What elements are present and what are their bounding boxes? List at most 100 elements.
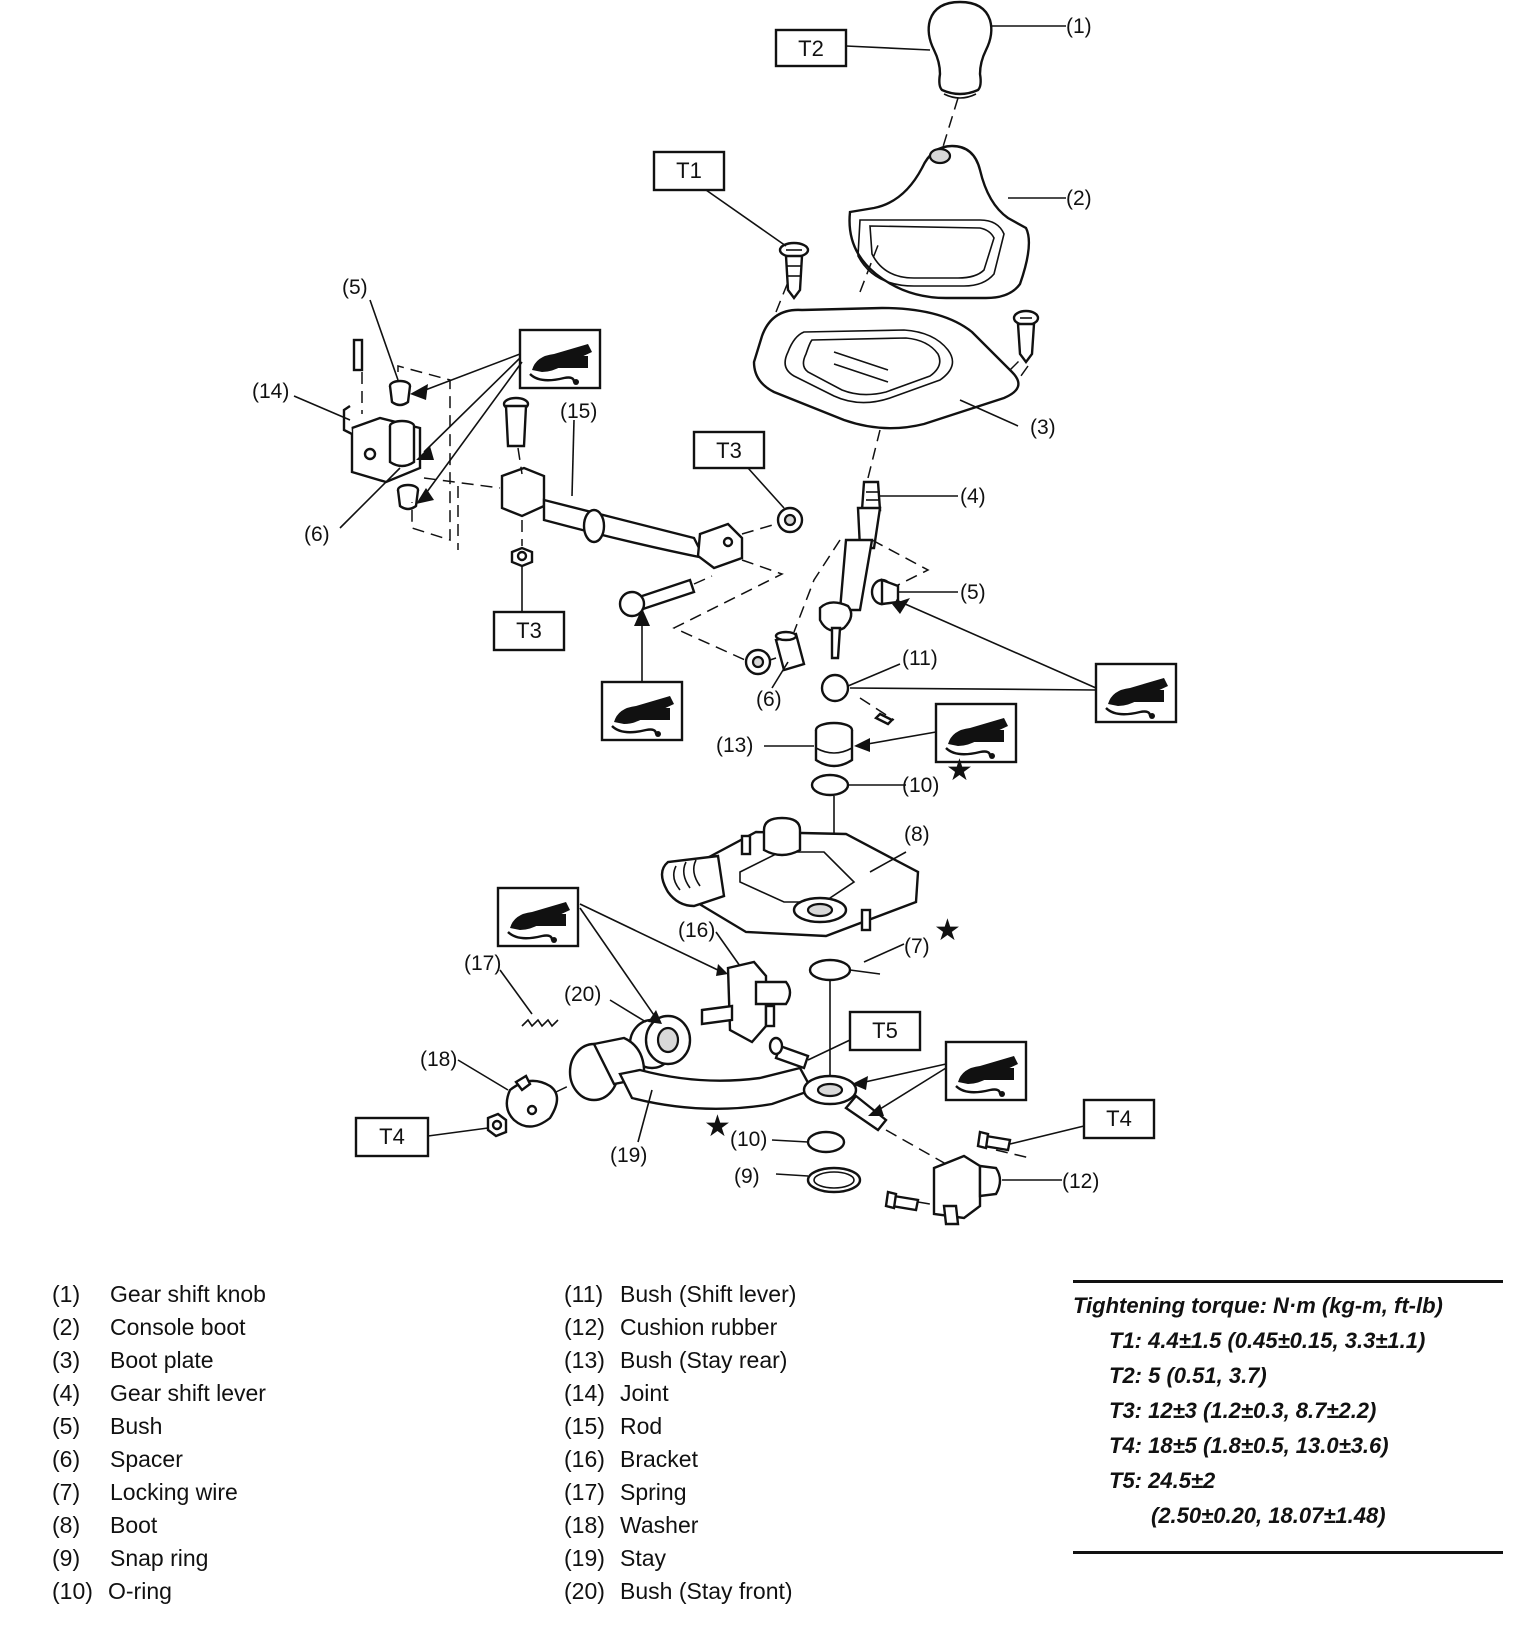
torque-title: Tightening torque: N·m (kg-m, ft-lb) (1073, 1293, 1443, 1318)
bolt-t4-upper (976, 1125, 1085, 1152)
grease-icon (1094, 662, 1178, 724)
callout-18: (18) (420, 1048, 457, 1071)
star-icon: ★ (704, 1109, 731, 1144)
console-boot (848, 144, 1066, 300)
callout-17: (17) (464, 952, 501, 975)
legend-item: (5)Bush (52, 1413, 163, 1439)
washer (457, 1059, 559, 1128)
grease-icon (600, 680, 684, 742)
grease-icon (496, 886, 580, 948)
svg-text:T3: T3 (516, 618, 542, 643)
svg-text:T4: T4 (379, 1124, 405, 1149)
svg-text:T5: T5 (872, 1018, 898, 1043)
boot (660, 816, 920, 938)
bolt-upper-rod (502, 396, 530, 448)
star-icon: ★ (934, 913, 961, 948)
bolt-rod-lower (618, 578, 696, 618)
grease-icon (944, 1040, 1028, 1102)
legend-item: (16)Bracket (564, 1446, 698, 1472)
bush-right (870, 578, 958, 606)
torque-tag-t5: T5 (848, 1010, 922, 1052)
callout-1: (1) (1066, 15, 1092, 38)
callout-11: (11) (902, 647, 938, 670)
legend-item: (8)Boot (52, 1512, 158, 1538)
boot-plate (752, 306, 1020, 430)
parts-legend: (1)Gear shift knob (2)Console boot (3)Bo… (52, 1278, 1052, 1618)
torque-tag-t2: T2 (774, 28, 931, 68)
legend-item: (14)Joint (564, 1380, 669, 1406)
stay (568, 1036, 888, 1143)
bolt-t4-lower (884, 1190, 920, 1212)
legend-item: (18)Washer (564, 1512, 699, 1538)
callout-19: (19) (610, 1144, 647, 1167)
spring (499, 969, 559, 1028)
callout-2: (2) (1066, 187, 1092, 210)
legend-item: (4)Gear shift lever (52, 1380, 266, 1406)
callout-4: (4) (960, 485, 986, 508)
legend-item: (6)Spacer (52, 1446, 183, 1472)
bush-left-bottom (396, 483, 420, 511)
spacer-left (339, 419, 416, 529)
legend-item: (11)Bush (Shift lever) (564, 1281, 797, 1307)
callout-12: (12) (1062, 1170, 1099, 1193)
nut-t4-left (486, 1112, 508, 1138)
torque-row-t2: T2: 5 (0.51, 3.7) (1109, 1363, 1267, 1388)
torque-tag-t4-left: T4 (354, 1116, 489, 1158)
gear-shift-lever (818, 480, 958, 660)
legend-item: (3)Boot plate (52, 1347, 214, 1373)
torque-tag-t3-left: T3 (492, 566, 566, 652)
gear-shift-knob (927, 0, 1066, 151)
callout-9: (9) (734, 1165, 760, 1188)
legend-item: (10)O-ring (52, 1578, 172, 1604)
torque-row-t4: T4: 18±5 (1.8±0.5, 13.0±3.6) (1109, 1433, 1389, 1458)
bush-left-top (369, 299, 412, 407)
nut-t3-left (510, 546, 534, 568)
callout-15: (15) (560, 400, 597, 423)
callout-5-right: (5) (960, 581, 986, 604)
locking-wire (808, 958, 852, 982)
torque-row-t5-detail: (2.50±0.20, 18.07±1.48) (1151, 1503, 1386, 1528)
callout-16: (16) (678, 919, 715, 942)
bracket (700, 931, 792, 1044)
svg-text:T1: T1 (676, 158, 702, 183)
torque-tag-t3-right: T3 (692, 430, 785, 509)
o-ring-bottom (806, 1130, 846, 1154)
svg-text:T4: T4 (1106, 1106, 1132, 1131)
screw-t1 (778, 241, 810, 300)
bolt-t5 (768, 1036, 851, 1070)
callout-10-bottom: (10) (730, 1128, 767, 1151)
callout-7: (7) (904, 935, 930, 958)
grease-icon (518, 328, 602, 390)
callout-5-left: (5) (342, 276, 368, 299)
spacer-lower (774, 630, 806, 672)
legend-item: (9)Snap ring (52, 1545, 209, 1571)
tightening-torque-table: Tightening torque: N·m (kg-m, ft-lb) T1:… (1073, 1280, 1503, 1554)
pin-left (352, 338, 364, 372)
torque-row-t3: T3: 12±3 (1.2±0.3, 8.7±2.2) (1109, 1398, 1377, 1423)
parts-legend-column-2: (11)Bush (Shift lever) (12)Cushion rubbe… (564, 1278, 796, 1608)
callout-10-top: (10) (902, 774, 939, 797)
legend-item: (15)Rod (564, 1413, 663, 1439)
snap-ring (775, 1166, 862, 1194)
legend-item: (2)Console boot (52, 1314, 246, 1340)
svg-text:T2: T2 (798, 36, 824, 61)
bush-lower (744, 648, 772, 676)
torque-row-t5: T5: 24.5±2 (1109, 1468, 1216, 1493)
svg-text:T3: T3 (716, 438, 742, 463)
callout-6-lower: (6) (756, 688, 782, 711)
o-ring-top (810, 773, 850, 797)
parts-legend-column-1: (1)Gear shift knob (2)Console boot (3)Bo… (52, 1278, 266, 1608)
bush-stay-rear (764, 721, 854, 768)
star-icon: ★ (946, 753, 973, 788)
callout-14: (14) (252, 380, 289, 403)
legend-item: (17)Spring (564, 1479, 687, 1505)
callout-13: (13) (716, 734, 753, 757)
legend-item: (13)Bush (Stay rear) (564, 1347, 788, 1373)
rod (500, 419, 744, 570)
callout-20: (20) (564, 983, 601, 1006)
bush-shift-lever (820, 663, 901, 726)
legend-item: (7)Locking wire (52, 1479, 238, 1505)
legend-item: (1)Gear shift knob (52, 1281, 266, 1307)
nut-t3-right (776, 506, 804, 534)
